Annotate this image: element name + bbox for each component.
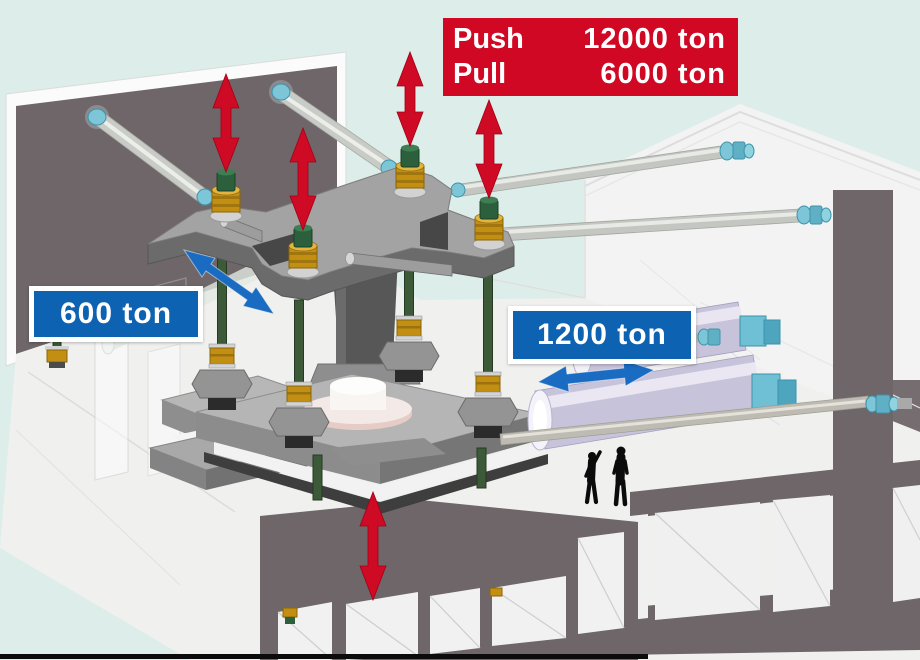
long-rod-upper-right-1 <box>450 141 755 198</box>
red-arrow-icon <box>475 98 503 200</box>
people-silhouettes <box>584 446 629 507</box>
crosshead <box>147 144 515 301</box>
push-capacity-row: Push 12000 ton <box>453 23 726 56</box>
person-standing <box>612 446 629 507</box>
vertical-load-arrows <box>212 50 503 602</box>
red-arrow-icon <box>289 126 317 232</box>
horizontal-stroke-arrow-icon <box>536 359 656 393</box>
foundation <box>260 500 638 660</box>
foundation-panels <box>278 532 624 660</box>
diagonal-stroke-arrow-icon <box>182 249 276 315</box>
horizontal-actuator-capacity-text: 1200 ton <box>537 318 667 351</box>
pull-capacity-row: Pull 6000 ton <box>453 58 726 91</box>
test-specimen <box>304 377 412 430</box>
vertical-actuator-cap-3 <box>393 144 427 199</box>
person-pointing <box>584 450 602 505</box>
push-capacity-value: 12000 ton <box>583 22 726 55</box>
push-action-text: Push <box>453 22 524 55</box>
pull-action-text: Pull <box>453 58 507 90</box>
long-rod-upper-left-1 <box>85 105 214 206</box>
red-arrow-icon <box>396 50 424 148</box>
pull-capacity-value: 6000 ton <box>600 58 726 90</box>
bottom-edge-line <box>0 654 648 659</box>
grid-reaction-wall <box>620 190 920 655</box>
red-arrow-icon <box>359 490 387 602</box>
grid-panel-diagonals <box>654 487 920 611</box>
horizontal-actuator-capacity-label: 1200 ton <box>508 306 696 364</box>
horizontal-piston-rod <box>499 394 912 446</box>
floor-left-edge <box>0 548 190 660</box>
capacity-label: Push 12000 ton Pull 6000 ton <box>443 18 738 96</box>
blue-stroke-arrows <box>182 249 656 393</box>
vertical-actuator-capacity-text: 600 ton <box>59 297 173 330</box>
red-arrow-icon <box>212 72 240 174</box>
vertical-actuator-cap-4 <box>472 196 506 251</box>
foundation-anchor-fittings <box>282 587 503 624</box>
vertical-actuator-capacity-label: 600 ton <box>29 286 203 342</box>
